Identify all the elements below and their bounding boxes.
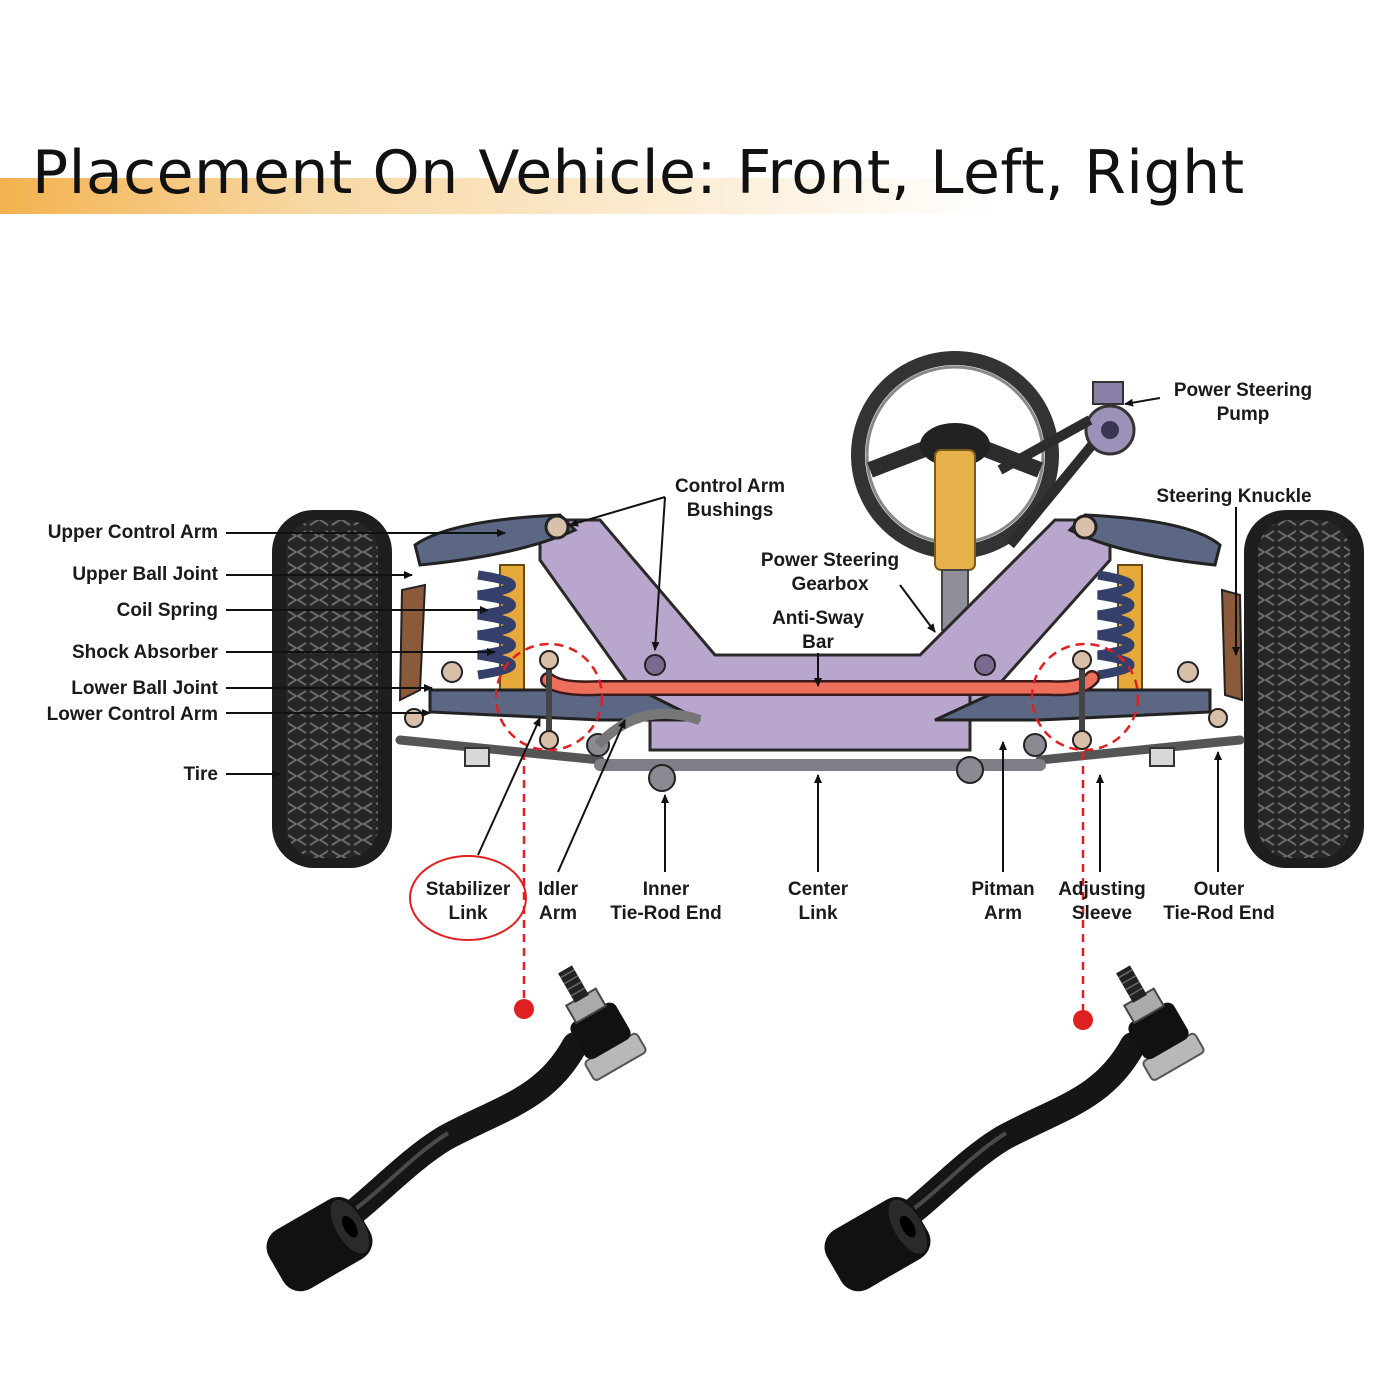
- label-pitman-arm-2: Arm: [984, 903, 1022, 924]
- page-title: Placement On Vehicle: Front, Left, Right: [32, 138, 1245, 208]
- label-adjusting-sleeve-2: Sleeve: [1072, 903, 1132, 924]
- leader-lines: [226, 397, 1240, 873]
- label-stabilizer-link-2: Link: [448, 903, 487, 924]
- lower-control-arm-right: [934, 661, 1212, 722]
- label-adjusting-sleeve-1: Adjusting: [1058, 879, 1146, 900]
- left-labels: Upper Control Arm Upper Ball Joint Coil …: [47, 522, 219, 785]
- label-shock-absorber: Shock Absorber: [72, 642, 219, 663]
- stabilizer-link-highlight: [409, 642, 1140, 1030]
- label-power-steering-pump-1: Power Steering: [1174, 380, 1312, 401]
- label-stabilizer-link-1: Stabilizer: [426, 879, 511, 900]
- label-idler-arm-2: Arm: [539, 903, 577, 924]
- label-anti-sway-bar-2: Bar: [802, 632, 834, 653]
- title-highlight-band: [0, 178, 1000, 214]
- right-tire: [1244, 510, 1364, 868]
- label-idler-arm-1: Idler: [538, 879, 579, 900]
- upper-control-arm-left: [413, 513, 578, 567]
- tie-rods-and-center-link: [395, 708, 1245, 792]
- label-anti-sway-bar-1: Anti-Sway: [772, 608, 864, 629]
- coil-spring-right: [1097, 564, 1143, 691]
- label-power-steering-gearbox-2: Gearbox: [791, 574, 869, 595]
- label-inner-tie-rod-end-1: Inner: [643, 879, 690, 900]
- stabilizer-link-right-in-diagram: [1072, 650, 1092, 750]
- bottom-labels: Stabilizer Link Idler Arm Inner Tie-Rod …: [426, 879, 1275, 924]
- steering-knuckle-left: [398, 583, 427, 702]
- label-center-link-2: Link: [798, 903, 837, 924]
- steering-knuckle-right: [1220, 588, 1244, 702]
- label-lower-control-arm: Lower Control Arm: [47, 704, 218, 725]
- label-upper-control-arm: Upper Control Arm: [48, 522, 218, 543]
- stabilizer-link-product-left: [266, 965, 647, 1292]
- stabilizer-link-product-right: [824, 965, 1205, 1292]
- top-labels: Control Arm Bushings Power Steering Gear…: [675, 380, 1312, 653]
- label-inner-tie-rod-end-2: Tie-Rod End: [610, 903, 722, 924]
- steering-column: [934, 449, 976, 631]
- label-outer-tie-rod-end-2: Tie-Rod End: [1163, 903, 1275, 924]
- label-center-link-1: Center: [788, 879, 849, 900]
- label-steering-knuckle: Steering Knuckle: [1156, 486, 1311, 507]
- upper-control-arm-right: [1067, 513, 1222, 567]
- label-pitman-arm-1: Pitman: [971, 879, 1034, 900]
- label-coil-spring: Coil Spring: [117, 600, 218, 621]
- label-control-arm-bushings-1: Control Arm: [675, 476, 785, 497]
- power-steering-pump: [997, 381, 1136, 549]
- label-tire: Tire: [183, 764, 218, 785]
- label-power-steering-gearbox-1: Power Steering: [761, 550, 899, 571]
- coil-spring-left: [477, 564, 525, 691]
- label-outer-tie-rod-end-1: Outer: [1194, 879, 1245, 900]
- label-upper-ball-joint: Upper Ball Joint: [72, 564, 218, 585]
- stabilizer-link-left-in-diagram: [539, 650, 559, 750]
- label-lower-ball-joint: Lower Ball Joint: [71, 678, 218, 699]
- label-power-steering-pump-2: Pump: [1217, 404, 1270, 425]
- label-control-arm-bushings-2: Bushings: [687, 500, 774, 521]
